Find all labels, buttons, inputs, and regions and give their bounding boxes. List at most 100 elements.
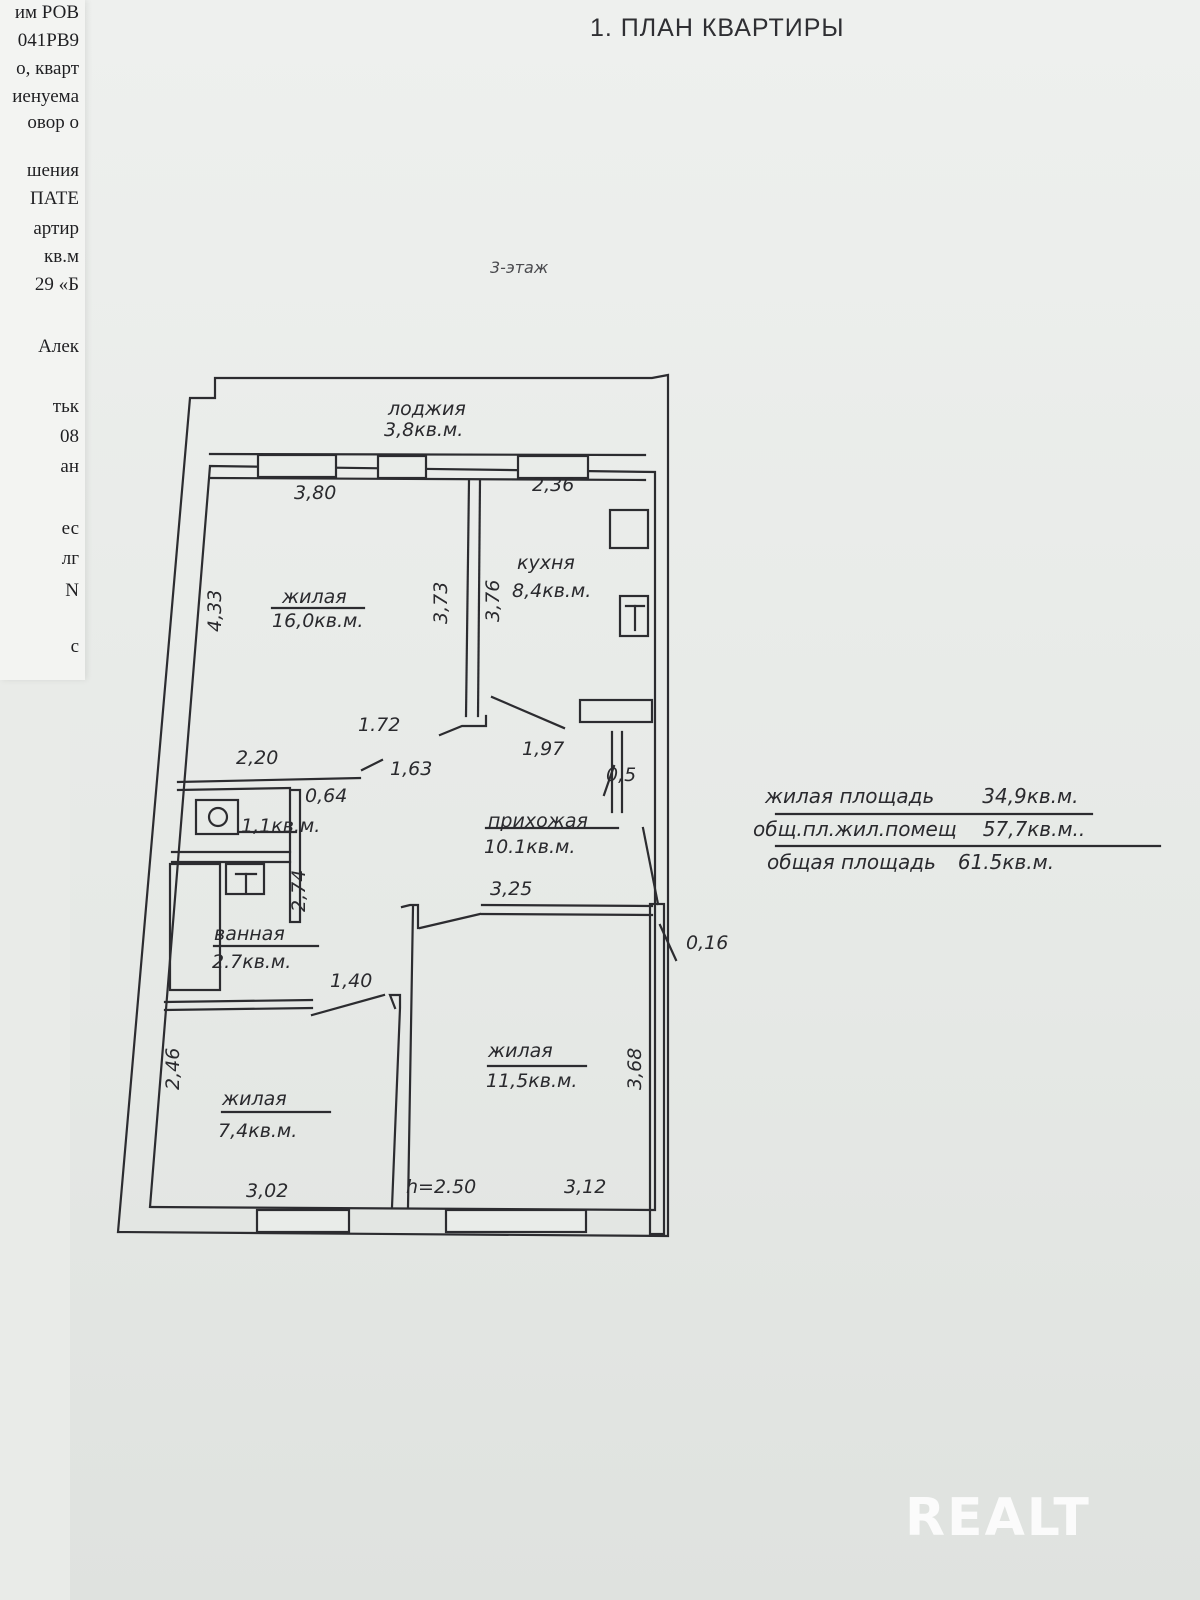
bathtub: [168, 862, 222, 992]
fragment-line: ан: [60, 456, 79, 477]
partition: [388, 993, 402, 1209]
dimension-label: 3,76: [482, 579, 504, 622]
dimension-label: 1,97: [522, 738, 565, 760]
fragment-line: с: [70, 636, 79, 657]
dimension-label: 0,16: [686, 932, 729, 954]
partition: [400, 903, 420, 930]
fragment-line: шения: [26, 160, 79, 181]
summary-value: 34,9кв.м.: [982, 784, 1079, 808]
toilet-bowl: [207, 806, 229, 828]
fragment-line: артир: [33, 218, 79, 239]
room-name-living-11: жилая: [488, 1040, 553, 1062]
room-area-living-7: 7,4кв.м.: [218, 1120, 298, 1142]
sink: [618, 594, 650, 638]
toilet: [194, 798, 240, 836]
window: [256, 453, 338, 479]
dimension-label: 1,63: [390, 758, 433, 780]
fragment-line: кв.м: [44, 246, 79, 267]
washbasin: [224, 862, 266, 896]
door-swing: [602, 764, 616, 797]
summary-label: общая площадь: [767, 850, 936, 874]
partition: [406, 905, 415, 1209]
dimension-label: 3,73: [430, 581, 452, 624]
floor-label: 3-этаж: [490, 258, 549, 277]
summary-label: общ.пл.жил.помещ: [753, 817, 957, 841]
watermark-logo: REALT: [905, 1488, 1091, 1548]
window: [376, 454, 428, 480]
room-area-bathroom: 2.7кв.м.: [212, 951, 292, 973]
partition: [163, 1006, 314, 1012]
door-swing: [641, 826, 660, 906]
dimension-label: 2,36: [532, 474, 575, 496]
summary-row: общая площадь 61.5кв.м.: [767, 846, 1085, 879]
fragment-line: Алек: [38, 336, 79, 357]
room-name-hall: прихожая: [488, 810, 588, 832]
summary-value: 57,7кв.м..: [982, 817, 1086, 841]
dimension-label: 3,12: [564, 1176, 607, 1198]
room-name-bathroom: ванная: [214, 923, 285, 945]
stove: [608, 508, 650, 550]
dimension-label: 3,68: [624, 1047, 646, 1090]
fragment-line: 041РВ9: [17, 30, 79, 51]
fragment-line: овор о: [27, 112, 79, 133]
partition: [480, 912, 654, 917]
room-area-wc: 1,1кв.м.: [241, 815, 321, 837]
leader: [658, 923, 678, 962]
window: [255, 1208, 351, 1234]
page-title: 1. ПЛАН КВАРТИРЫ: [590, 14, 845, 42]
door-swing: [310, 993, 386, 1017]
dimension-label: 2,46: [162, 1047, 184, 1090]
dimension-label: 3,02: [246, 1180, 289, 1202]
loggia-wall: [208, 476, 647, 482]
summary-row: жилая площадь 34,9кв.м.: [765, 780, 1085, 813]
fragment-line: 29 «Б: [34, 274, 79, 295]
fragment-line: тьк: [52, 396, 79, 417]
window: [516, 454, 590, 480]
fragment-line: о, кварт: [16, 58, 79, 79]
partition: [176, 786, 292, 792]
outer-wall: [116, 373, 670, 1238]
summary-row: общ.пл.жил.помещ 57,7кв.м..: [753, 813, 1085, 846]
door-swing: [360, 758, 384, 772]
summary-label: жилая площадь: [765, 784, 935, 808]
room-area-loggia: 3,8кв.м.: [384, 419, 464, 441]
fragment-line: иенуема: [12, 86, 79, 107]
window: [444, 1208, 588, 1234]
dimension-label: 4,33: [204, 589, 226, 632]
room-name-living-7: жилая: [222, 1088, 287, 1110]
summary-value: 61.5кв.м.: [957, 850, 1055, 874]
dimension-label: 3,80: [294, 482, 337, 504]
inner-wall-outline: [148, 464, 657, 1212]
dimension-label: 0,64: [305, 785, 348, 807]
door-swing: [418, 912, 482, 930]
door-jamb: [438, 714, 488, 737]
room-area-hall: 10.1кв.м.: [484, 836, 576, 858]
dimension-label: 1.72: [358, 714, 401, 736]
partition: [163, 998, 314, 1004]
wall-segment: [648, 902, 666, 1236]
fragment-line: N: [65, 580, 79, 601]
fragment-line: ес: [61, 518, 79, 539]
wc-wall: [288, 788, 302, 924]
partition: [176, 776, 362, 784]
dimension-label: 3,25: [490, 878, 533, 900]
previous-page-edge: им РОВ 041РВ9 о, кварт иенуема овор о ше…: [0, 0, 85, 680]
room-area-living-16: 16,0кв.м.: [272, 610, 364, 632]
partition: [480, 903, 654, 908]
area-summary: жилая площадь 34,9кв.м. общ.пл.жил.помещ 5…: [753, 780, 1085, 879]
fragment-line: 08: [60, 426, 79, 447]
room-name-living-16: жилая: [282, 586, 347, 608]
fragment-line: лг: [61, 548, 79, 569]
kitchen-counter: [578, 698, 654, 724]
room-name-loggia: лоджия: [388, 398, 466, 420]
dimension-label: 1,40: [330, 970, 373, 992]
room-area-living-11: 11,5кв.м.: [486, 1070, 578, 1092]
fragment-line: им РОВ: [14, 2, 79, 23]
dimension-label: 0,5: [606, 764, 637, 786]
document-page: [70, 0, 1200, 1600]
fragment-line: ПАТЕ: [30, 188, 79, 209]
door-swing: [490, 695, 566, 730]
partition: [464, 478, 471, 718]
room-area-kitchen: 8,4кв.м.: [512, 580, 592, 602]
